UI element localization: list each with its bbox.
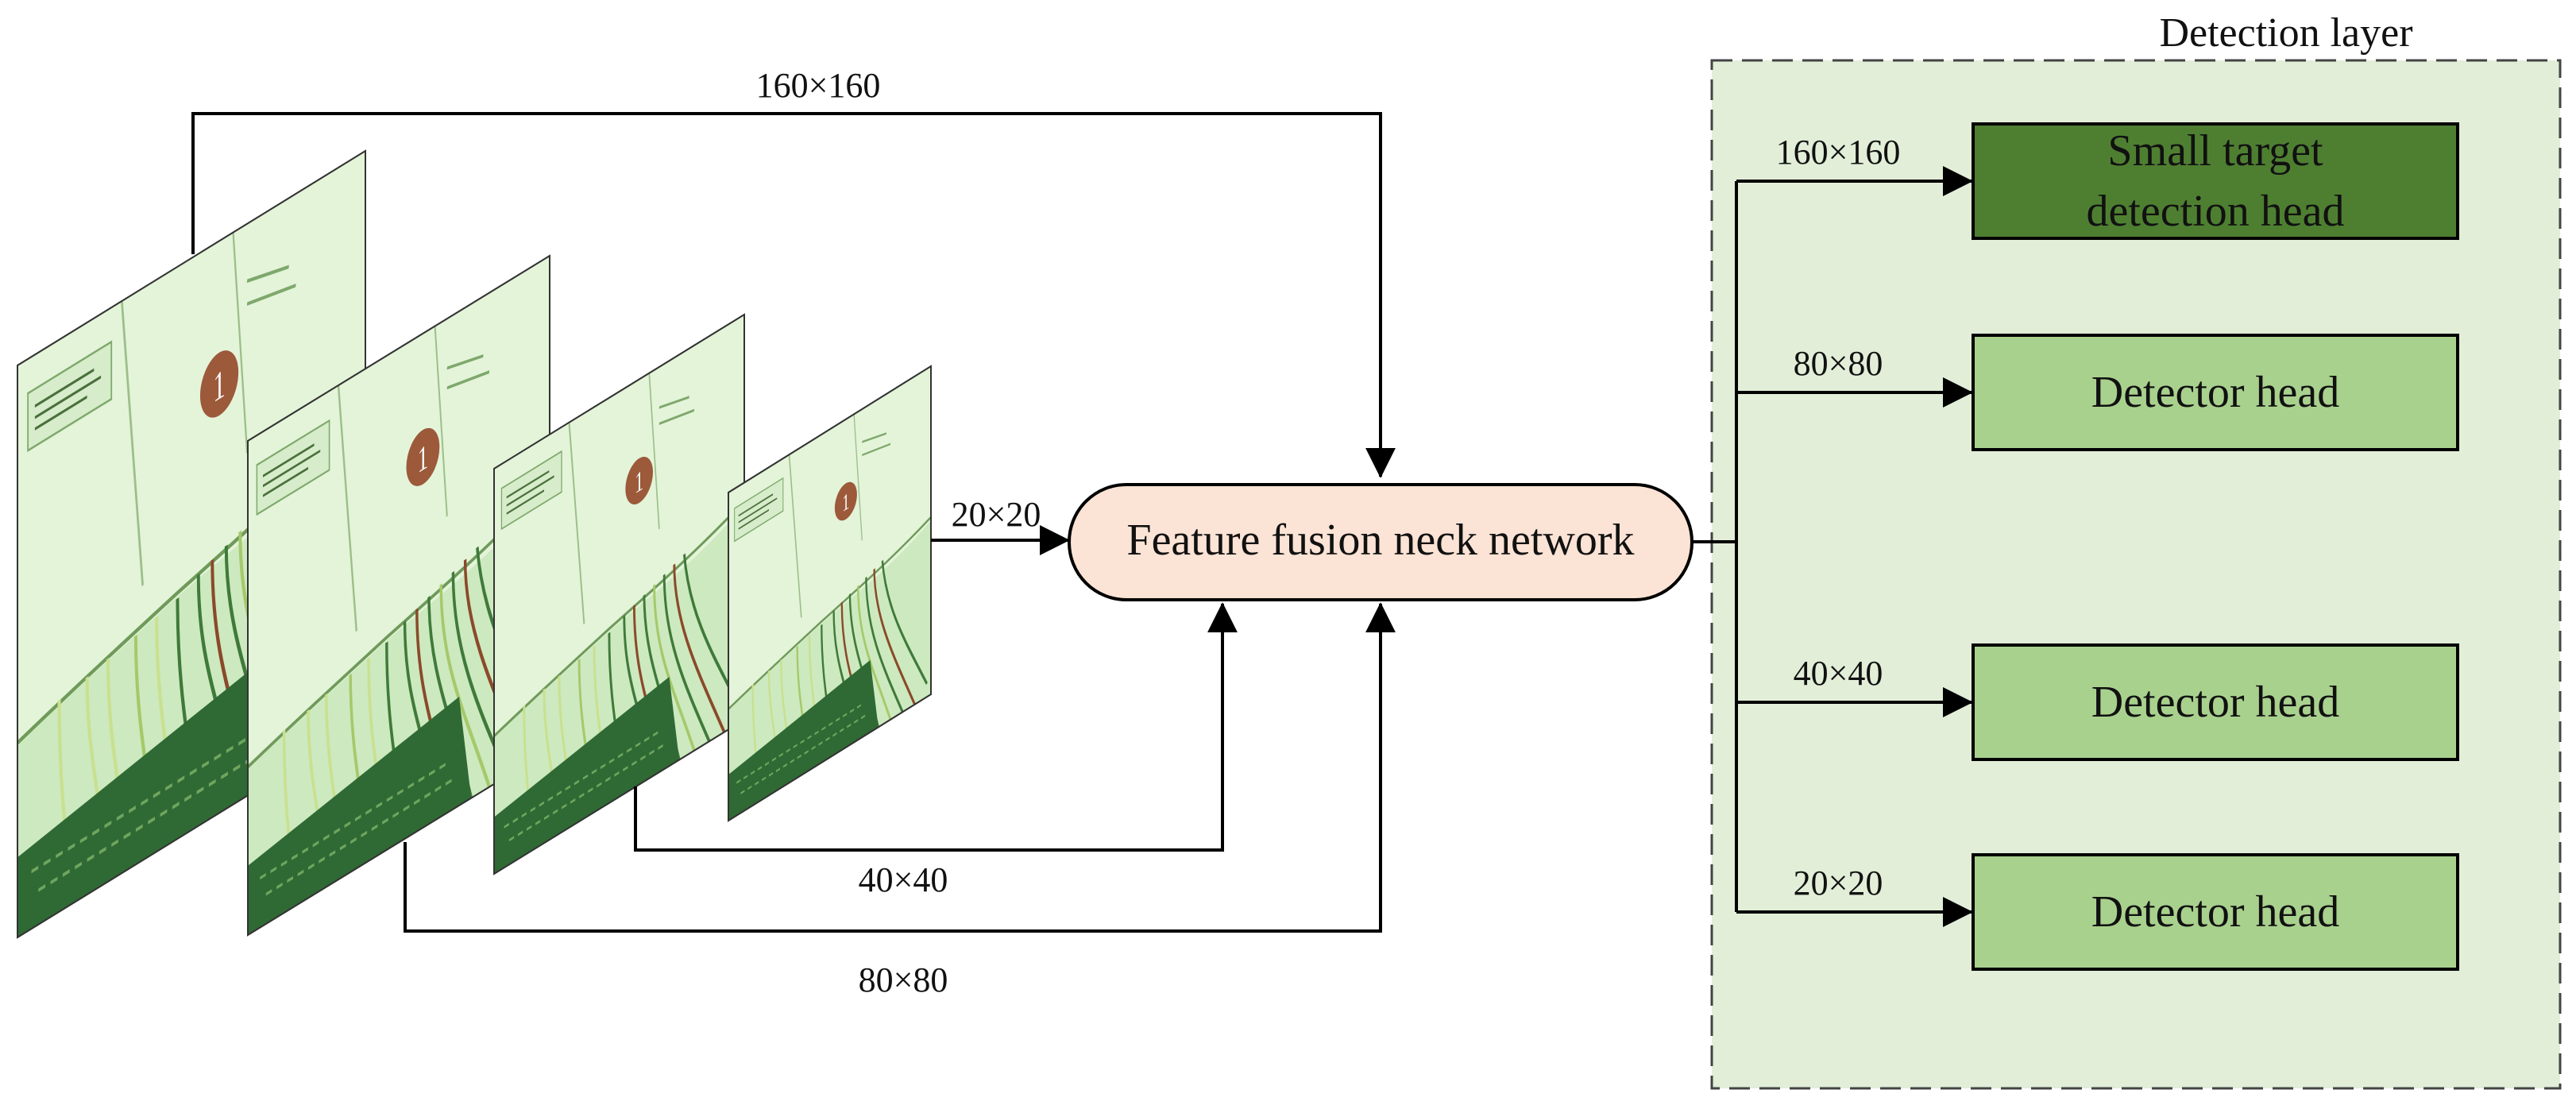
- head-scale-label: 160×160: [1776, 133, 1901, 172]
- head-label: Detector head: [2091, 368, 2339, 417]
- scale-label-160: 160×160: [756, 66, 881, 105]
- head-box: [1972, 122, 2459, 240]
- scale-label-20: 20×20: [952, 495, 1041, 534]
- head-scale-label: 20×20: [1794, 864, 1883, 902]
- head-label: detection head: [2087, 187, 2345, 236]
- head-box: [1972, 853, 2459, 971]
- head-scale-label: 40×40: [1794, 654, 1883, 693]
- head-label: Small target: [2107, 126, 2323, 176]
- scale-label-80: 80×80: [859, 960, 948, 999]
- feature-image-4: [728, 365, 932, 822]
- connector-40: [634, 602, 1238, 852]
- detection-head-1: 160×160 Small target detection head: [1736, 122, 2459, 240]
- head-scale-label: 80×80: [1794, 344, 1883, 383]
- connector-80: [404, 602, 1396, 933]
- head-box: [1972, 334, 2459, 451]
- scale-label-40: 40×40: [859, 860, 948, 899]
- meter-photo: [728, 366, 931, 821]
- neck-network-label: Feature fusion neck network: [1126, 516, 1634, 565]
- connector-160: [191, 112, 1396, 478]
- head-box: [1972, 643, 2459, 761]
- head-label: Detector head: [2091, 678, 2339, 727]
- detection-layer-title: Detection layer: [2159, 10, 2412, 56]
- head-label: Detector head: [2091, 887, 2339, 937]
